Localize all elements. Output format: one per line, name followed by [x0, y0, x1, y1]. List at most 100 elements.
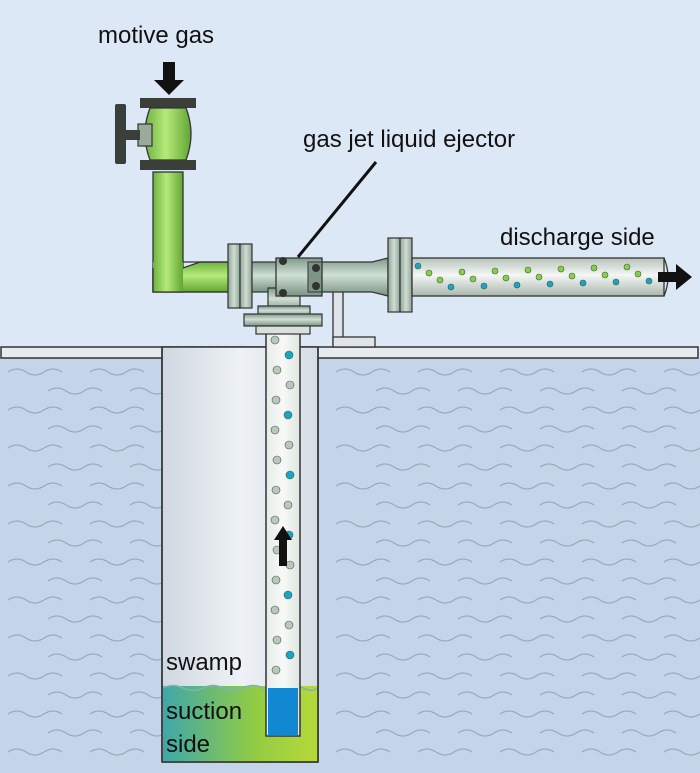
bubble	[634, 270, 642, 278]
wave-mark	[663, 558, 700, 566]
wave-mark	[663, 368, 700, 376]
suction-arrow-icon	[274, 526, 292, 566]
motive-gas-arrow-icon	[154, 62, 184, 95]
wave-mark	[375, 577, 431, 585]
discharge-arrow-icon	[658, 264, 692, 290]
wave-mark	[539, 539, 595, 547]
wave-mark	[47, 463, 103, 471]
wave-mark	[499, 444, 555, 452]
wave-mark	[621, 729, 677, 737]
bubble	[270, 335, 280, 345]
ejector-label: gas jet liquid ejector	[303, 126, 516, 153]
wave-mark	[7, 596, 63, 604]
wave-mark	[335, 520, 391, 528]
wave-mark	[89, 672, 145, 680]
suction-label: suction	[166, 698, 243, 725]
suction-bubbles	[270, 335, 295, 675]
bubble	[612, 278, 620, 286]
wave-mark	[621, 501, 677, 509]
wave-mark	[499, 406, 555, 414]
wave-mark	[621, 387, 677, 395]
wave-mark	[375, 691, 431, 699]
wave-mark	[89, 482, 145, 490]
wave-mark	[539, 501, 595, 509]
wave-mark	[335, 710, 391, 718]
wave-mark	[335, 558, 391, 566]
ejector-inlet-flange	[227, 243, 253, 309]
wave-mark	[7, 748, 63, 756]
wave-mark	[7, 710, 63, 718]
bubble	[546, 280, 554, 288]
wave-mark	[663, 634, 700, 642]
bubble	[469, 275, 477, 283]
wave-mark	[335, 482, 391, 490]
bubble	[285, 650, 295, 660]
wave-mark	[621, 577, 677, 585]
wave-mark	[89, 634, 145, 642]
wave-mark	[581, 406, 637, 414]
wave-mark	[539, 729, 595, 737]
wave-mark	[89, 444, 145, 452]
side-label: side	[166, 731, 211, 758]
wave-mark	[621, 463, 677, 471]
platform-slab	[0, 346, 699, 359]
wave-mark	[539, 577, 595, 585]
suction-water	[268, 688, 298, 735]
wave-mark	[457, 577, 513, 585]
wave-mark	[581, 444, 637, 452]
bubble	[623, 263, 631, 271]
wave-mark	[375, 653, 431, 661]
bubble	[285, 470, 295, 480]
swamp-label: swamp	[166, 649, 243, 676]
wave-mark	[7, 520, 63, 528]
wave-mark	[581, 558, 637, 566]
bubble	[579, 279, 587, 287]
wave-mark	[89, 710, 145, 718]
discharge-bubbles	[414, 262, 653, 291]
bubble	[272, 455, 282, 465]
wave-mark	[539, 653, 595, 661]
wave-mark	[539, 387, 595, 395]
wave-mark	[457, 425, 513, 433]
wave-mark	[47, 539, 103, 547]
wave-mark	[47, 691, 103, 699]
wave-mark	[457, 615, 513, 623]
wave-mark	[7, 672, 63, 680]
bubble	[535, 273, 543, 281]
wave-mark	[499, 748, 555, 756]
wave-mark	[89, 406, 145, 414]
ejector-leader-line	[296, 161, 378, 258]
bubble	[502, 274, 510, 282]
wave-mark	[581, 634, 637, 642]
bubble	[284, 440, 294, 450]
bubble	[284, 350, 294, 360]
bubble	[285, 380, 295, 390]
wave-mark	[663, 444, 700, 452]
bubble	[270, 425, 280, 435]
wave-mark	[89, 748, 145, 756]
bubble	[284, 620, 294, 630]
wave-mark	[621, 653, 677, 661]
wave-mark	[417, 368, 473, 376]
bubble	[272, 365, 282, 375]
wave-mark	[47, 577, 103, 585]
bubble	[458, 268, 466, 276]
wave-mark	[47, 501, 103, 509]
wave-mark	[457, 691, 513, 699]
wave-mark	[375, 463, 431, 471]
wave-mark	[621, 691, 677, 699]
wave-mark	[581, 368, 637, 376]
wave-mark	[335, 748, 391, 756]
motive-gas-pipe	[152, 171, 241, 293]
wave-mark	[89, 596, 145, 604]
wave-mark	[335, 368, 391, 376]
valve-icon	[115, 98, 196, 170]
wave-mark	[499, 520, 555, 528]
wave-mark	[7, 406, 63, 414]
wave-mark	[417, 406, 473, 414]
wave-mark	[89, 368, 145, 376]
wave-mark	[375, 729, 431, 737]
wave-mark	[621, 425, 677, 433]
wave-mark	[499, 672, 555, 680]
wave-mark	[47, 729, 103, 737]
